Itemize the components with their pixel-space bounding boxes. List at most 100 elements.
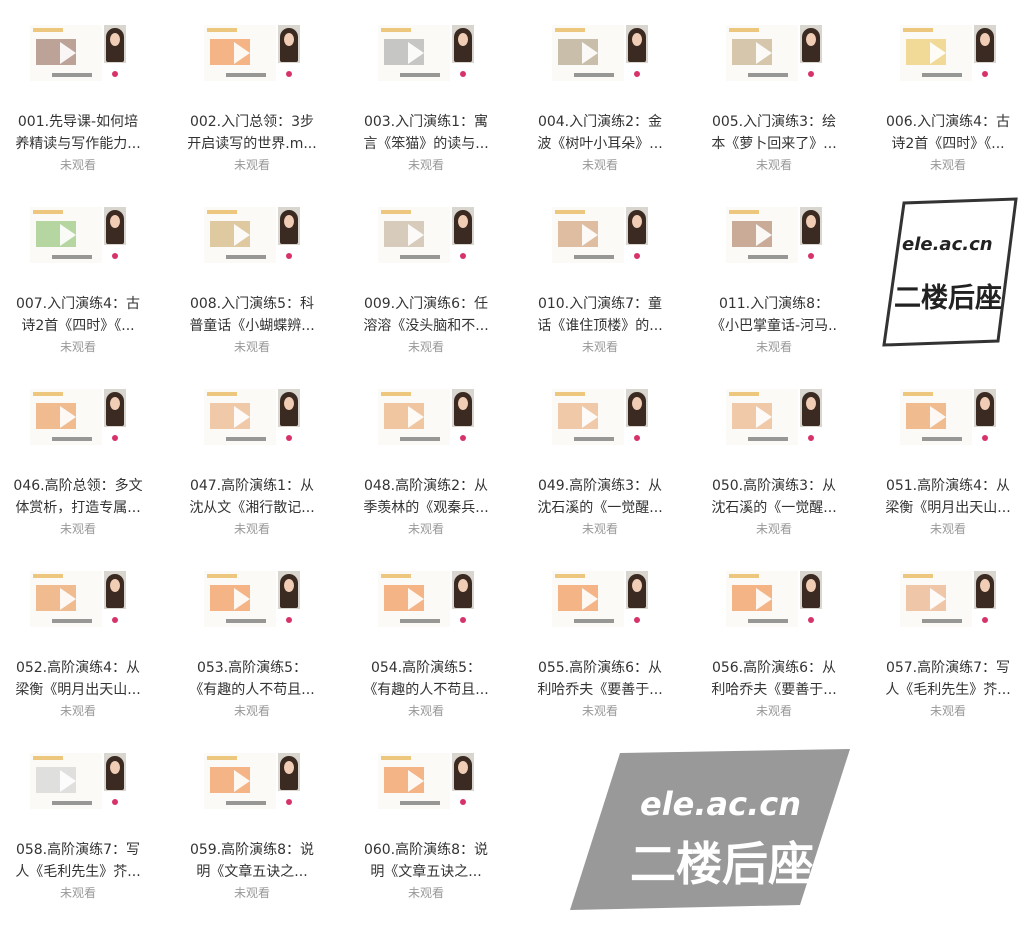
- video-thumbnail[interactable]: [30, 571, 126, 627]
- video-title[interactable]: 050.高阶演练3：从 沈石溪的《一觉醒...: [704, 475, 844, 519]
- video-card[interactable]: 001.先导课-如何培 养精读与写作能力... 未观看: [0, 0, 165, 182]
- video-card[interactable]: 007.入门演练4：古 诗2首《四时》《... 未观看: [0, 182, 165, 364]
- video-title[interactable]: 049.高阶演练3：从 沈石溪的《一觉醒...: [530, 475, 670, 519]
- video-card[interactable]: 008.入门演练5：科 普童话《小蝴蝶辨... 未观看: [165, 182, 339, 364]
- video-thumbnail[interactable]: [726, 389, 822, 445]
- video-thumbnail[interactable]: [378, 207, 474, 263]
- video-card[interactable]: 051.高阶演练4：从 梁衡《明月出天山... 未观看: [861, 364, 1024, 546]
- play-icon[interactable]: [756, 224, 772, 246]
- video-title[interactable]: 047.高阶演练1：从 沈从文《湘行散记...: [182, 475, 322, 519]
- video-thumbnail[interactable]: [30, 389, 126, 445]
- video-thumbnail[interactable]: [552, 571, 648, 627]
- video-title[interactable]: 052.高阶演练4：从 梁衡《明月出天山...: [8, 657, 148, 701]
- video-thumbnail[interactable]: [900, 389, 996, 445]
- play-icon[interactable]: [582, 42, 598, 64]
- play-icon[interactable]: [582, 588, 598, 610]
- video-title[interactable]: 053.高阶演练5： 《有趣的人不苟且...: [182, 657, 322, 701]
- video-card[interactable]: 059.高阶演练8：说 明《文章五诀之... 未观看: [165, 728, 339, 910]
- video-card[interactable]: 002.入门总领：3步 开启读写的世界.m... 未观看: [165, 0, 339, 182]
- play-icon[interactable]: [408, 224, 424, 246]
- video-title[interactable]: 001.先导课-如何培 养精读与写作能力...: [8, 111, 148, 155]
- video-thumbnail[interactable]: [204, 571, 300, 627]
- video-thumbnail[interactable]: [204, 207, 300, 263]
- play-icon[interactable]: [408, 770, 424, 792]
- video-title[interactable]: 046.高阶总领：多文 体赏析，打造专属...: [8, 475, 148, 519]
- video-title[interactable]: 007.入门演练4：古 诗2首《四时》《...: [8, 293, 148, 337]
- video-thumbnail[interactable]: [30, 753, 126, 809]
- play-icon[interactable]: [930, 42, 946, 64]
- video-card[interactable]: 046.高阶总领：多文 体赏析，打造专属... 未观看: [0, 364, 165, 546]
- video-title[interactable]: 056.高阶演练6：从 利哈乔夫《要善于...: [704, 657, 844, 701]
- play-icon[interactable]: [756, 406, 772, 428]
- play-icon[interactable]: [60, 588, 76, 610]
- play-icon[interactable]: [756, 588, 772, 610]
- video-title[interactable]: 051.高阶演练4：从 梁衡《明月出天山...: [878, 475, 1018, 519]
- video-title[interactable]: 010.入门演练7：童 话《谁住顶楼》的...: [530, 293, 670, 337]
- video-title[interactable]: 006.入门演练4：古 诗2首《四时》《...: [878, 111, 1018, 155]
- play-icon[interactable]: [234, 588, 250, 610]
- video-card[interactable]: 011.入门演练8： 《小巴掌童话-河马.. 未观看: [687, 182, 861, 364]
- play-icon[interactable]: [60, 406, 76, 428]
- video-card[interactable]: 053.高阶演练5： 《有趣的人不苟且... 未观看: [165, 546, 339, 728]
- video-card[interactable]: 010.入门演练7：童 话《谁住顶楼》的... 未观看: [513, 182, 687, 364]
- video-thumbnail[interactable]: [378, 571, 474, 627]
- video-title[interactable]: 057.高阶演练7：写 人《毛利先生》芥...: [878, 657, 1018, 701]
- video-title[interactable]: 008.入门演练5：科 普童话《小蝴蝶辨...: [182, 293, 322, 337]
- video-card[interactable]: 005.入门演练3：绘 本《萝卜回来了》... 未观看: [687, 0, 861, 182]
- video-thumbnail[interactable]: [204, 753, 300, 809]
- play-icon[interactable]: [408, 406, 424, 428]
- video-thumbnail[interactable]: [900, 25, 996, 81]
- video-thumbnail[interactable]: [378, 753, 474, 809]
- play-icon[interactable]: [234, 770, 250, 792]
- play-icon[interactable]: [234, 224, 250, 246]
- play-icon[interactable]: [60, 42, 76, 64]
- play-icon[interactable]: [582, 224, 598, 246]
- video-thumbnail[interactable]: [30, 25, 126, 81]
- play-icon[interactable]: [408, 42, 424, 64]
- play-icon[interactable]: [60, 770, 76, 792]
- video-title[interactable]: 002.入门总领：3步 开启读写的世界.m...: [182, 111, 322, 155]
- play-icon[interactable]: [234, 42, 250, 64]
- play-icon[interactable]: [930, 406, 946, 428]
- video-card[interactable]: 057.高阶演练7：写 人《毛利先生》芥... 未观看: [861, 546, 1024, 728]
- video-card[interactable]: 006.入门演练4：古 诗2首《四时》《... 未观看: [861, 0, 1024, 182]
- video-card[interactable]: 048.高阶演练2：从 季羡林的《观秦兵... 未观看: [339, 364, 513, 546]
- play-icon[interactable]: [234, 406, 250, 428]
- video-title[interactable]: 005.入门演练3：绘 本《萝卜回来了》...: [704, 111, 844, 155]
- play-icon[interactable]: [60, 224, 76, 246]
- video-thumbnail[interactable]: [726, 25, 822, 81]
- video-card[interactable]: 058.高阶演练7：写 人《毛利先生》芥... 未观看: [0, 728, 165, 910]
- video-card[interactable]: 050.高阶演练3：从 沈石溪的《一觉醒... 未观看: [687, 364, 861, 546]
- video-title[interactable]: 054.高阶演练5： 《有趣的人不苟且...: [356, 657, 496, 701]
- video-title[interactable]: 003.入门演练1：寓 言《笨猫》的读与...: [356, 111, 496, 155]
- video-card[interactable]: 009.入门演练6：任 溶溶《没头脑和不... 未观看: [339, 182, 513, 364]
- play-icon[interactable]: [756, 42, 772, 64]
- video-title[interactable]: 060.高阶演练8：说 明《文章五诀之...: [356, 839, 496, 883]
- video-title[interactable]: 009.入门演练6：任 溶溶《没头脑和不...: [356, 293, 496, 337]
- video-card[interactable]: 055.高阶演练6：从 利哈乔夫《要善于... 未观看: [513, 546, 687, 728]
- video-title[interactable]: 058.高阶演练7：写 人《毛利先生》芥...: [8, 839, 148, 883]
- video-card[interactable]: 060.高阶演练8：说 明《文章五诀之... 未观看: [339, 728, 513, 910]
- video-thumbnail[interactable]: [204, 389, 300, 445]
- video-card[interactable]: 049.高阶演练3：从 沈石溪的《一觉醒... 未观看: [513, 364, 687, 546]
- play-icon[interactable]: [582, 406, 598, 428]
- video-thumbnail[interactable]: [204, 25, 300, 81]
- video-title[interactable]: 048.高阶演练2：从 季羡林的《观秦兵...: [356, 475, 496, 519]
- play-icon[interactable]: [930, 588, 946, 610]
- video-thumbnail[interactable]: [378, 389, 474, 445]
- video-thumbnail[interactable]: [552, 25, 648, 81]
- video-thumbnail[interactable]: [30, 207, 126, 263]
- video-thumbnail[interactable]: [726, 207, 822, 263]
- video-thumbnail[interactable]: [552, 207, 648, 263]
- video-card[interactable]: 004.入门演练2：金 波《树叶小耳朵》... 未观看: [513, 0, 687, 182]
- video-title[interactable]: 004.入门演练2：金 波《树叶小耳朵》...: [530, 111, 670, 155]
- video-thumbnail[interactable]: [900, 571, 996, 627]
- video-thumbnail[interactable]: [726, 571, 822, 627]
- video-title[interactable]: 055.高阶演练6：从 利哈乔夫《要善于...: [530, 657, 670, 701]
- video-card[interactable]: 003.入门演练1：寓 言《笨猫》的读与... 未观看: [339, 0, 513, 182]
- video-title[interactable]: 011.入门演练8： 《小巴掌童话-河马..: [704, 293, 844, 337]
- video-card[interactable]: 052.高阶演练4：从 梁衡《明月出天山... 未观看: [0, 546, 165, 728]
- video-thumbnail[interactable]: [552, 389, 648, 445]
- video-thumbnail[interactable]: [378, 25, 474, 81]
- video-card[interactable]: 054.高阶演练5： 《有趣的人不苟且... 未观看: [339, 546, 513, 728]
